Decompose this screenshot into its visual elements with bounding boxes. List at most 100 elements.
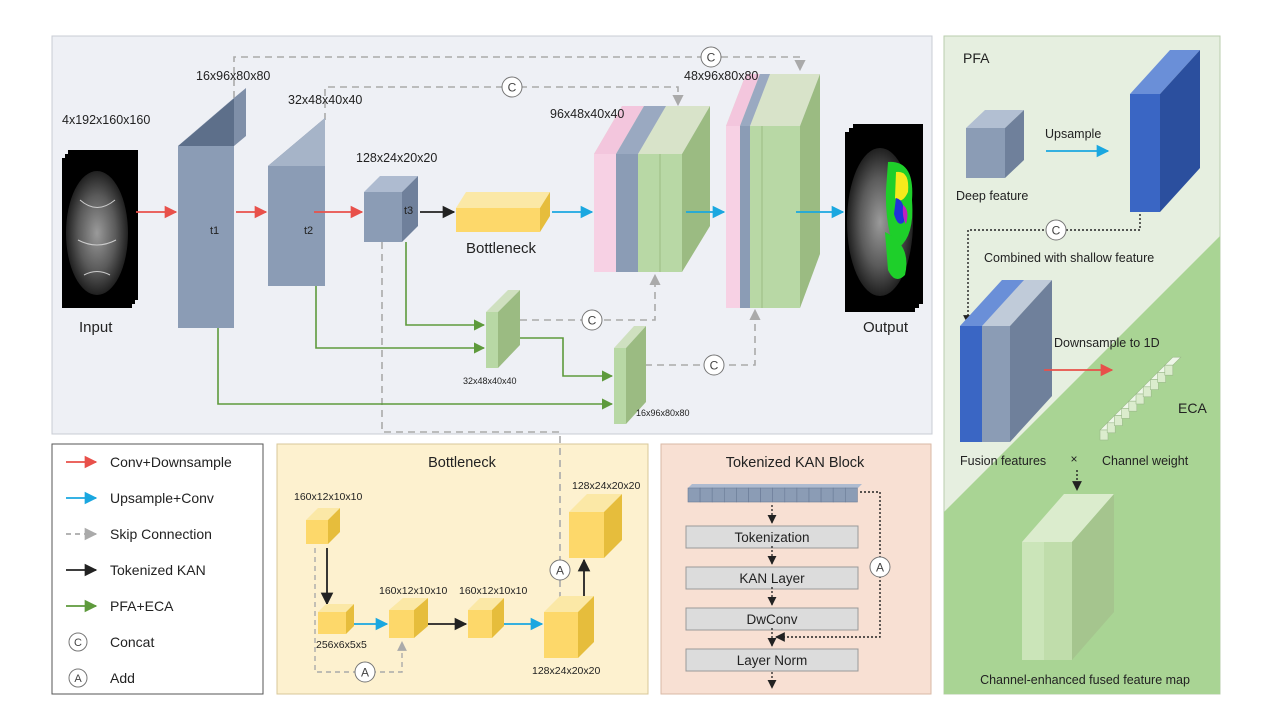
token-cell <box>699 487 713 503</box>
channel-weight-face <box>1142 386 1152 398</box>
upsample-label: Upsample <box>1045 127 1101 141</box>
kan-layer-box <box>685 648 859 672</box>
enhanced-feature-block <box>1022 494 1114 660</box>
legend-item-conv-downsample: Conv+Downsample <box>66 454 232 470</box>
encoder-block-1 <box>178 88 246 328</box>
token-cell <box>820 487 834 503</box>
svg-text:C: C <box>707 51 716 65</box>
legend-label-tokenized-kan: Tokenized KAN <box>110 562 206 578</box>
token-cell <box>723 487 737 503</box>
legend-item-upsample-conv: Upsample+Conv <box>66 490 214 506</box>
kan-panel-title: Tokenized KAN Block <box>726 455 865 471</box>
token-cell <box>736 487 749 503</box>
final-label: Channel-enhanced fused feature map <box>980 673 1190 687</box>
channel-weight-face <box>1157 372 1166 383</box>
times-symbol: × <box>1070 452 1077 466</box>
bn-dim-2: 256x6x5x5 <box>316 639 367 651</box>
dim-enc2: 32x48x40x40 <box>288 93 362 107</box>
dim-input: 4x192x160x160 <box>62 113 150 127</box>
legend-item-pfa-eca: PFA+ECA <box>66 598 174 614</box>
kan-layer-label: Tokenization <box>734 530 809 545</box>
upsampled-feature-block <box>1130 50 1200 212</box>
bn-cube-3 <box>389 598 428 638</box>
bn-dim-5: 128x24x20x20 <box>532 665 600 677</box>
svg-text:C: C <box>1052 224 1061 238</box>
pfa-eca-connections <box>217 242 614 410</box>
channel-weight-face <box>1135 393 1145 405</box>
dim-dec2: 96x48x40x40 <box>550 107 624 121</box>
channel-weight-face <box>1106 422 1116 434</box>
kan-layer-tokenization: Tokenization <box>685 505 859 549</box>
decoder-block-1 <box>726 74 820 308</box>
input-mri-image <box>62 150 138 308</box>
svg-text:A: A <box>361 666 369 680</box>
legend-symbol-add <box>68 668 88 688</box>
kan-layer-dwconv: DwConv <box>685 587 859 631</box>
legend-label-conv-downsample: Conv+Downsample <box>110 454 232 470</box>
kan-layer-layer-norm: Layer Norm <box>685 628 859 672</box>
svg-text:C: C <box>588 314 597 328</box>
pfa-title: PFA <box>963 50 990 66</box>
bn-dim-1: 160x12x10x10 <box>294 491 362 503</box>
t3-label: t3 <box>404 205 413 217</box>
bottleneck-panel-title: Bottleneck <box>428 455 496 471</box>
channel-weight-face <box>1121 408 1130 419</box>
dim-pfa2: 32x48x40x40 <box>463 376 517 386</box>
combined-label: Combined with shallow feature <box>984 251 1154 265</box>
dim-enc3: 128x24x20x20 <box>356 151 437 165</box>
bn-cube-6 <box>569 494 622 558</box>
bn-cube-4 <box>468 598 504 638</box>
token-cell <box>808 487 822 503</box>
deep-feature-cube <box>966 110 1024 178</box>
legend-label-upsample-conv: Upsample+Conv <box>110 490 214 506</box>
svg-text:C: C <box>710 359 719 373</box>
decoder-block-2 <box>594 106 710 272</box>
legend-label-skip-connection: Skip Connection <box>110 526 212 542</box>
bn-dim-6: 128x24x20x20 <box>572 480 640 492</box>
channel-weight-vector <box>1099 356 1182 441</box>
concat-symbol-pfa: C <box>1045 219 1067 241</box>
svg-text:A: A <box>876 561 884 575</box>
input-label: Input <box>79 319 113 336</box>
encoder-block-2 <box>268 118 325 286</box>
fusion-label: Fusion features <box>960 454 1046 468</box>
token-cell <box>796 487 810 503</box>
t2-label: t2 <box>304 225 313 237</box>
dim-dec1: 48x96x80x80 <box>684 69 758 83</box>
bottleneck-label: Bottleneck <box>466 240 537 257</box>
add-symbol-kan: A <box>869 556 891 578</box>
token-cell <box>748 487 761 503</box>
bottleneck-skip <box>314 548 407 673</box>
output-label: Output <box>863 319 909 336</box>
channel-weight-face <box>1164 364 1174 376</box>
legend-label-pfa-eca: PFA+ECA <box>110 598 174 614</box>
legend-symbol-text-add: A <box>74 673 82 685</box>
pfa-module-2 <box>486 290 520 368</box>
deep-feature-label: Deep feature <box>956 189 1028 203</box>
bn-cube-1 <box>306 508 340 544</box>
legend-label-add: Add <box>110 670 135 686</box>
concat-symbol-pfa2: C <box>581 309 603 331</box>
bottleneck-block <box>456 192 550 232</box>
eca-title: ECA <box>1178 400 1207 416</box>
kan-layer-label: DwConv <box>746 612 797 627</box>
token-cell <box>760 487 773 503</box>
token-strip-top <box>688 484 862 488</box>
kan-layer-label: KAN Layer <box>739 571 805 586</box>
legend-symbol-concat <box>68 632 88 652</box>
legend-label-concat: Concat <box>110 634 154 650</box>
fusion-features-block <box>960 280 1052 442</box>
channel-weight-face <box>1114 415 1123 426</box>
encoder-block-3 <box>364 176 418 242</box>
output-segmentation-image <box>845 124 923 312</box>
token-cell <box>711 487 725 503</box>
concat-symbol-mid: C <box>501 76 523 98</box>
channel-weight-face <box>1128 400 1138 412</box>
svg-text:A: A <box>556 564 564 578</box>
kan-layer-kan-layer: KAN Layer <box>685 546 859 590</box>
token-cell <box>687 487 701 503</box>
downsample-label: Downsample to 1D <box>1054 336 1160 350</box>
t1-label: t1 <box>210 225 219 237</box>
